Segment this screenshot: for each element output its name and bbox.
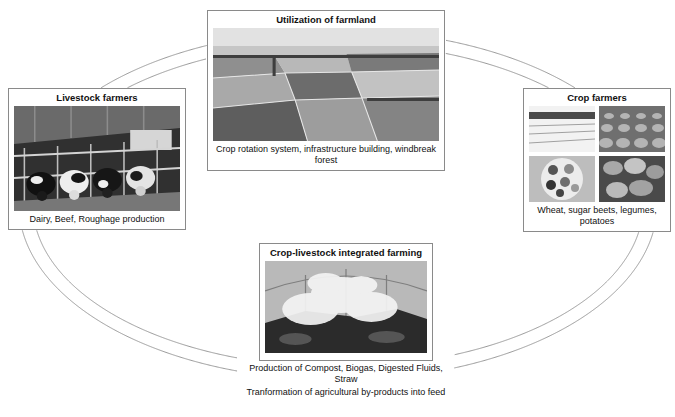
panel: Utilization of farmlandCrop rotation sys…: [207, 10, 445, 171]
panel-heading: Crop-livestock integrated farming: [265, 247, 427, 258]
cycle-arc: [101, 46, 207, 88]
photo: [529, 106, 665, 202]
photo-art: [265, 261, 427, 353]
photo-art: [529, 106, 665, 202]
cycle-arc-line: [22, 230, 237, 371]
cycle-arc-line: [454, 232, 653, 368]
photo-art: [529, 106, 665, 202]
photo-art: [213, 28, 439, 141]
photo-art: [14, 106, 180, 211]
panel: Crop-livestock integrated farmingProduct…: [238, 243, 454, 398]
panel: Livestock farmersDairy, Beef, Roughage p…: [8, 88, 186, 230]
cycle-arc-line: [446, 40, 575, 87]
panel-heading: Livestock farmers: [14, 92, 180, 103]
cycle-arc-line: [101, 46, 207, 88]
panel-caption: Dairy, Beef, Roughage production: [14, 214, 180, 225]
panel-caption: Crop rotation system, infrastructure bui…: [213, 144, 439, 166]
photo-art: [213, 28, 439, 141]
panel-heading: Crop farmers: [529, 92, 665, 103]
panel-heading: Utilization of farmland: [213, 14, 439, 25]
photo-art: [14, 106, 180, 211]
panel-caption: Tranformation of agricultural by-product…: [238, 385, 454, 398]
cycle-arc-line: [127, 59, 206, 88]
photo-art: [265, 261, 427, 353]
panel-caption: Production of Compost, Biogas, Digested …: [238, 361, 454, 385]
photo: [14, 106, 180, 211]
cycle-arc-line: [446, 53, 549, 87]
photo: [265, 261, 427, 353]
cycle-arc: [454, 232, 653, 368]
panel-box: Crop-livestock integrated farming: [259, 243, 433, 361]
panel-caption: Wheat, sugar beets, legumes, potatoes: [529, 205, 665, 227]
panel: Crop farmersWheat, sugar beets, legumes,…: [523, 88, 671, 232]
cycle-arc-line: [37, 230, 237, 358]
panel-box: Livestock farmersDairy, Beef, Roughage p…: [8, 88, 186, 230]
cycle-arc-line: [455, 232, 639, 354]
panel-box: Crop farmersWheat, sugar beets, legumes,…: [523, 88, 671, 232]
panel-box: Utilization of farmlandCrop rotation sys…: [207, 10, 445, 171]
photo: [213, 28, 439, 141]
cycle-arc: [22, 230, 237, 371]
cycle-arc: [446, 40, 575, 87]
